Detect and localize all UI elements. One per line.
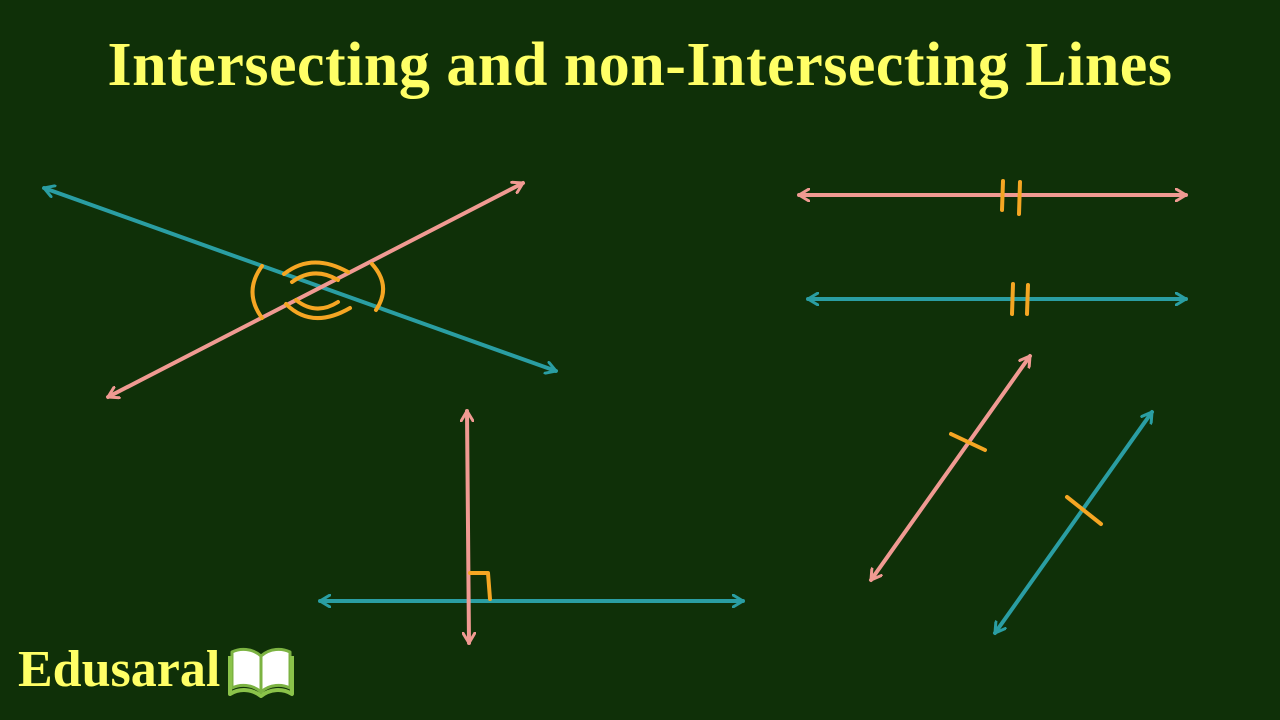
parallel-horizontal-lines-figure bbox=[797, 179, 1188, 316]
parallel-tick-2a bbox=[1010, 282, 1015, 316]
brand-logo: Edusaral bbox=[18, 640, 295, 699]
intersecting-lines-figure bbox=[42, 183, 558, 397]
parallel-slanted-lines-figure bbox=[869, 354, 1154, 635]
teal-slanted-line bbox=[993, 410, 1154, 635]
perpendicular-lines-figure bbox=[318, 409, 745, 645]
page-title: Intersecting and non-Intersecting Lines bbox=[107, 31, 1173, 99]
pink-intersecting-line bbox=[106, 183, 525, 397]
teal-intersecting-line bbox=[42, 188, 558, 371]
parallel-tick-1a bbox=[1000, 179, 1005, 212]
pink-slanted-line bbox=[869, 354, 1032, 582]
slanted-tick-1 bbox=[949, 432, 987, 452]
angle-arc-bottom-outer bbox=[284, 302, 352, 321]
open-book-icon bbox=[228, 647, 295, 698]
pink-vertical-line bbox=[467, 409, 469, 645]
parallel-tick-1b bbox=[1017, 180, 1022, 216]
slanted-tick-2 bbox=[1065, 495, 1103, 526]
angle-arc-top-outer bbox=[282, 260, 350, 276]
brand-name: Edusaral bbox=[18, 641, 221, 698]
right-angle-marker bbox=[468, 571, 492, 601]
angle-arc-top-inner bbox=[290, 271, 340, 284]
angle-arc-left bbox=[250, 264, 264, 320]
angle-arc-bottom-inner bbox=[294, 298, 340, 311]
parallel-tick-2b bbox=[1025, 283, 1030, 316]
angle-arc-right bbox=[370, 262, 385, 312]
